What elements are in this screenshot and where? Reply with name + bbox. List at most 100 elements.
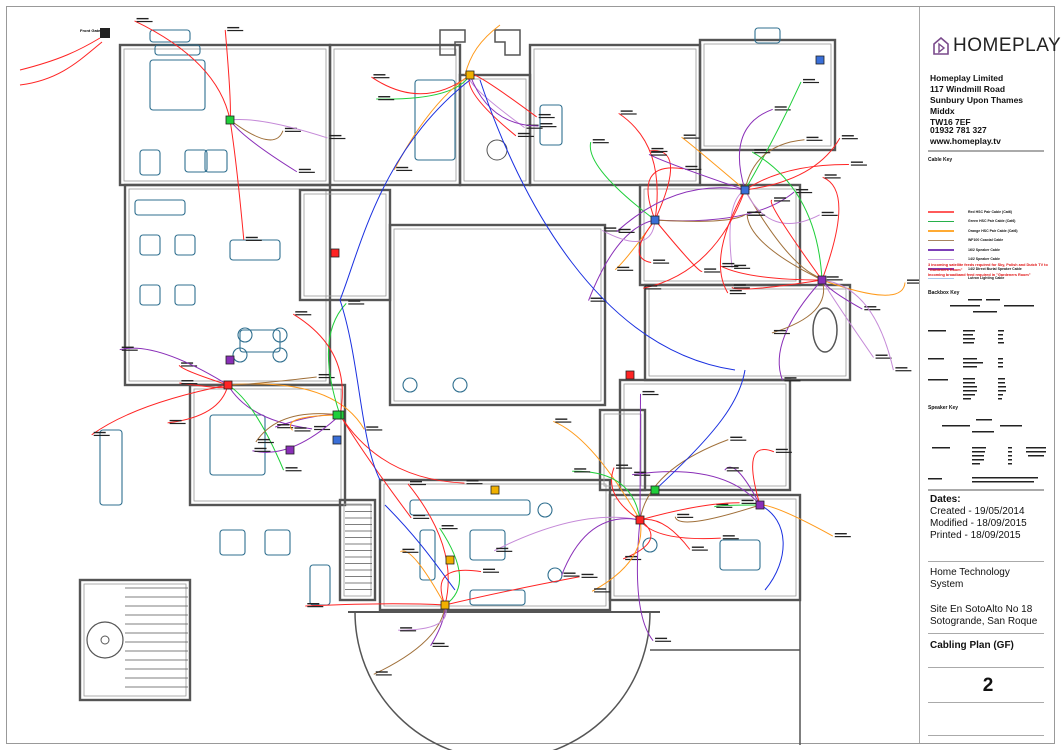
cable-label-mark [298, 168, 311, 171]
website-link[interactable]: www.homeplay.tv [930, 136, 1001, 146]
furniture-item [134, 199, 186, 216]
cable-label-mark [645, 288, 662, 290]
cable [647, 167, 684, 221]
furniture-item [309, 564, 331, 606]
cable [119, 347, 229, 386]
cable-key-item: Green HSC Pair Cable (Cat6) [928, 217, 1048, 227]
date-created: Created - 19/05/2014 [930, 506, 1025, 517]
address-line: Middx [930, 106, 955, 116]
wall-inner [603, 413, 642, 487]
cable-label-mark [618, 231, 635, 233]
cable [778, 279, 823, 381]
cable [178, 364, 229, 386]
cable-label-mark [277, 424, 290, 426]
cable [649, 150, 672, 221]
cable-label-mark [396, 166, 409, 169]
backbox [465, 70, 475, 80]
dates-title: Dates: [930, 494, 961, 505]
wall-inner [123, 48, 327, 182]
wall-room [118, 43, 332, 187]
wall-inner [613, 498, 797, 597]
cable-label-mark [774, 106, 787, 108]
backbox [817, 275, 827, 285]
wall-inner [83, 583, 187, 697]
logo-text: HOMEPLAY [953, 35, 1061, 56]
cable [589, 141, 656, 221]
gate-cable [19, 37, 103, 86]
divider [928, 702, 1044, 703]
furniture-item [419, 529, 436, 581]
cable [400, 550, 446, 606]
cable-key-label: Green HSC Pair Cable (Cat6) [968, 219, 1016, 224]
cable-label-mark [517, 132, 530, 135]
cable [639, 519, 721, 540]
cable-label-mark [716, 503, 729, 506]
cable-label-mark [121, 349, 138, 351]
cable-label-mark [907, 282, 919, 284]
furniture-item [719, 539, 761, 571]
chair [547, 567, 563, 583]
cable-label-mark [653, 262, 670, 264]
cable [744, 163, 849, 191]
furniture-item [409, 499, 531, 516]
cable [373, 604, 446, 675]
cable [719, 189, 746, 294]
cable-label-mark [875, 357, 892, 359]
furniture-item [149, 29, 191, 43]
backbox [225, 355, 235, 365]
wall-inner [333, 48, 457, 182]
cable [339, 414, 412, 519]
cable-label-mark [716, 506, 733, 508]
cable-label-mark [749, 211, 762, 213]
cable-label-mark [526, 124, 539, 127]
address-line: 117 Windmill Road [930, 84, 1006, 94]
cable-label-mark [651, 147, 664, 150]
project-line: Home Technology [930, 567, 1010, 578]
cable-label-mark [775, 451, 792, 453]
cable-label-mark [722, 262, 735, 265]
divider [928, 489, 1044, 491]
cable-label-mark [318, 376, 335, 379]
cable [494, 516, 641, 552]
cable-label-mark [284, 130, 301, 132]
cable [339, 414, 465, 484]
cable [91, 384, 229, 436]
backbox [225, 115, 235, 125]
cable-label-mark [574, 468, 587, 470]
cable-label-mark [375, 674, 392, 676]
wall-inner [648, 288, 847, 377]
cable-label-mark [826, 279, 843, 281]
cable-label-mark [366, 429, 383, 431]
cable [227, 384, 285, 471]
cable [752, 449, 775, 506]
cable-label-mark [677, 516, 694, 518]
cable-label-mark [285, 467, 298, 469]
lighting-cable [339, 299, 381, 481]
cable-label-mark [774, 200, 791, 202]
cable-label-mark [850, 164, 867, 166]
cable-label-mark [806, 136, 819, 139]
wall-bay [354, 611, 651, 750]
cable-label-mark [864, 309, 881, 311]
cable-label-mark [396, 169, 413, 172]
cable [648, 154, 746, 191]
wall-inner [623, 383, 787, 487]
cable-label-mark [181, 380, 194, 382]
divider [928, 735, 1044, 736]
cable [229, 119, 284, 141]
wall-inner [383, 483, 607, 607]
cable-label-mark [604, 230, 621, 232]
cable-label-mark [655, 640, 672, 642]
wall-room [298, 188, 392, 302]
furniture-item [469, 589, 526, 606]
cable-label-mark [895, 370, 912, 372]
cable-label-mark [784, 377, 797, 379]
address-line: TW16 7EF [930, 117, 971, 127]
cable-label-mark [733, 287, 750, 289]
backbox [755, 500, 765, 510]
cable-label-mark [722, 535, 735, 537]
lighting-cable [759, 504, 784, 591]
cable [398, 604, 447, 631]
cable-label-mark [581, 573, 594, 576]
cable [255, 413, 341, 443]
